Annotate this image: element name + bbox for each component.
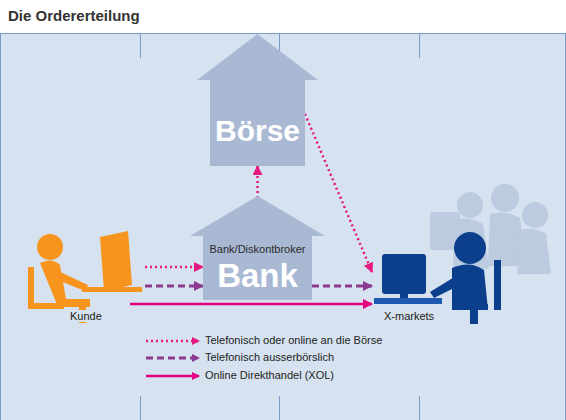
figure-label: X-markets (382, 310, 436, 322)
legend-text: Telefonisch ausserbörslich (205, 351, 334, 363)
building-label: Börse (215, 114, 300, 147)
flow-arrow (256, 166, 259, 198)
legend-text: Online Direkthandel (XOL) (205, 369, 334, 381)
flow-arrow (130, 303, 372, 306)
building-label: Bank (217, 258, 298, 294)
figure-label: Kunde (68, 310, 104, 322)
diagram-title: Die Ordererteilung (8, 7, 140, 24)
xmarkets-figure-shape (372, 180, 558, 328)
customer-figure: Kunde (10, 215, 145, 327)
xmarkets-figure: X-markets (372, 180, 558, 328)
flow-arrow (305, 114, 372, 272)
flow-arrow (312, 285, 372, 288)
legend-text: Telefonisch oder online an die Börse (205, 334, 382, 346)
bank-caption: Bank/Diskontbroker (210, 243, 306, 255)
flow-arrow (145, 285, 203, 288)
exchange-building: Börse (197, 34, 318, 166)
flow-arrow (145, 266, 203, 269)
bank-building: Bank/DiskontbrokerBank (190, 196, 325, 300)
